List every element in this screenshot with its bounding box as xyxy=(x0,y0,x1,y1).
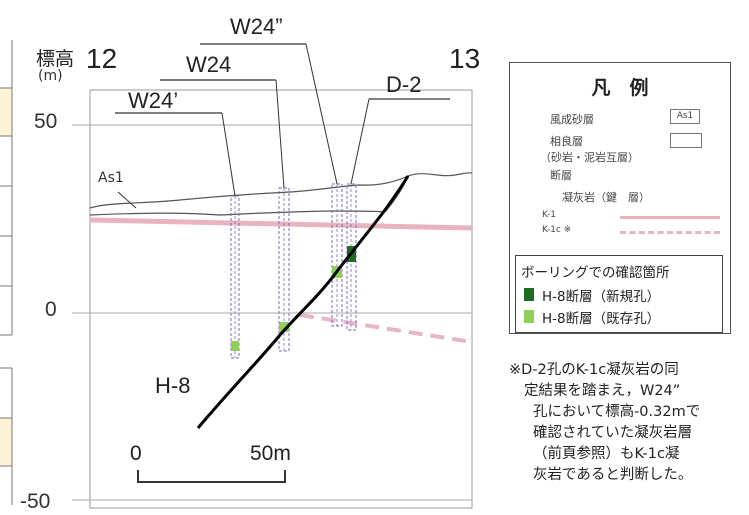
scale-label-start: 0 xyxy=(130,442,142,465)
legend-item-k1c: K-1c ※ xyxy=(542,225,572,235)
legend-line-k1 xyxy=(620,216,720,219)
section-point-right: 13 xyxy=(449,43,481,74)
borehole-confirmation-box: ボーリングでの確認箇所 H-8断層（新規孔） H-8断層（既存孔） xyxy=(515,255,723,333)
confirmation-item-existing: H-8断層（既存孔） xyxy=(542,311,661,327)
legend-symbol-as1: As1 xyxy=(670,109,700,124)
plot-frame xyxy=(89,89,473,509)
legend-box: 凡 例 風成砂層 As1 相良層 （砂岩・泥岩互層） 断層 凝灰岩（鍵 層） K… xyxy=(509,62,731,334)
section-point-left: 12 xyxy=(86,43,118,74)
legend-item-sagara-detail: （砂岩・泥岩互層） xyxy=(540,151,639,164)
borehole-label-d2: D-2 xyxy=(386,72,422,97)
left-table-fragment xyxy=(0,40,13,505)
h8-fault-line xyxy=(196,175,410,429)
legend-symbol-sagara xyxy=(670,133,702,148)
as1-leader xyxy=(117,191,137,209)
legend-item-k1: K-1 xyxy=(542,210,556,220)
existing-hole-swatch xyxy=(524,310,534,323)
ground-surface xyxy=(89,172,473,209)
borehole-d2 xyxy=(346,98,450,331)
legend-item-fault: 断層 xyxy=(550,169,572,182)
k1c-tuff-line xyxy=(299,313,473,344)
legend-item-sagara: 相良層 xyxy=(550,135,583,148)
legend-line-k1c xyxy=(620,231,720,234)
tick-label-50: 50 xyxy=(34,110,58,133)
borehole-w24-double-prime xyxy=(200,43,343,327)
note-text: ※D-2孔のK-1c凝灰岩の同 定結果を踏まえ，W24” 孔において標高-0.3… xyxy=(509,360,734,486)
note-line-3: 孔において標高-0.32mで xyxy=(533,404,701,420)
tick-label-minus50: -50 xyxy=(20,490,51,513)
elevation-axis-title: 標高 xyxy=(36,48,75,70)
legend-item-eolian-sand: 風成砂層 xyxy=(550,113,594,126)
borehole-label-w24-prime: W24’ xyxy=(128,88,179,113)
sagara-top xyxy=(89,175,409,216)
scale-label-end: 50m xyxy=(250,442,291,465)
confirmation-item-new: H-8断層（新規孔） xyxy=(542,289,661,305)
note-line-6: 灰岩であると判断した。 xyxy=(533,467,693,483)
h8-label: H-8 xyxy=(155,373,191,398)
legend-title: 凡 例 xyxy=(591,77,649,99)
borehole-label-w24: W24 xyxy=(186,52,232,77)
confirmation-title: ボーリングでの確認箇所 xyxy=(521,265,670,281)
scale-bar xyxy=(137,470,286,483)
as1-label: As1 xyxy=(98,170,124,186)
elevation-axis-unit: (m) xyxy=(38,68,63,84)
note-line-4: 確認されていた凝灰岩層 xyxy=(533,425,693,441)
note-line-1: ※D-2孔のK-1c凝灰岩の同 xyxy=(509,362,679,378)
borehole-label-w24-double-prime: W24” xyxy=(230,14,283,39)
legend-item-tuff: 凝灰岩（鍵 層） xyxy=(562,191,650,204)
note-line-2: 定結果を踏まえ，W24” xyxy=(524,383,681,399)
new-hole-swatch xyxy=(524,288,534,301)
borehole-w24-prime xyxy=(115,112,240,359)
note-line-5: （前頁参照）もK-1c凝 xyxy=(533,446,680,462)
tick-label-0: 0 xyxy=(45,298,57,321)
borehole-w24 xyxy=(160,79,290,352)
k1-tuff-line xyxy=(89,217,473,231)
